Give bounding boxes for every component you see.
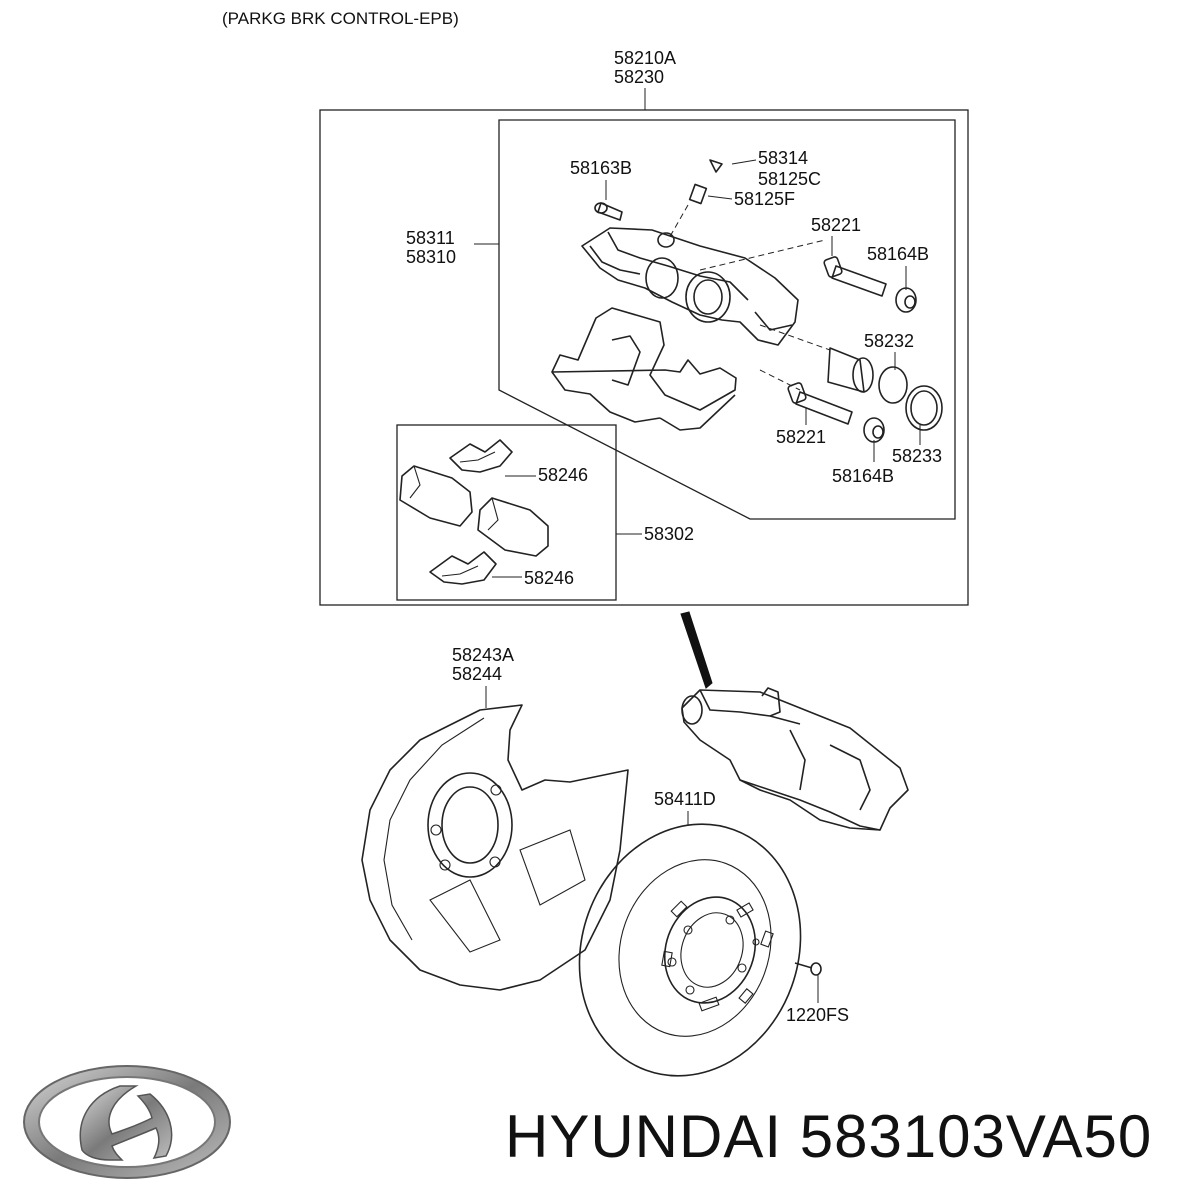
label-58243a: 58243A	[452, 645, 514, 665]
hyundai-logo-icon	[23, 1065, 231, 1179]
label-58310: 58310	[406, 247, 456, 267]
caliper-box	[498, 119, 956, 520]
caliper-assembled-drawing	[681, 687, 909, 831]
screw-1220fs-drawing	[794, 962, 822, 976]
label-58302: 58302	[644, 524, 694, 544]
label-58244: 58244	[452, 664, 502, 684]
bolt-58163b-drawing	[594, 202, 623, 221]
carrier-bracket-drawing	[551, 307, 737, 431]
group-title: (PARKG BRK CONTROL-EPB)	[222, 9, 459, 28]
brand-caption: HYUNDAI 583103VA50	[505, 1102, 1195, 1182]
label-58164b-upper: 58164B	[867, 244, 929, 264]
leader-bleeder	[707, 195, 733, 200]
piston-drawing	[759, 324, 943, 431]
label-1220fs: 1220FS	[786, 1005, 849, 1025]
label-58125f: 58125F	[734, 189, 795, 209]
label-58311: 58311	[406, 228, 455, 248]
bleeder-drawing	[667, 159, 723, 241]
label-58232: 58232	[864, 331, 914, 351]
label-58246-upper: 58246	[538, 465, 588, 485]
label-58314: 58314	[758, 148, 808, 168]
leader-cap	[731, 159, 757, 165]
label-58164b-lower: 58164B	[832, 466, 894, 486]
assembly-box	[319, 109, 969, 606]
guide-pin-lower-drawing	[787, 382, 885, 443]
guide-pin-upper-drawing	[699, 239, 917, 313]
pad-box	[396, 424, 617, 601]
label-58233: 58233	[892, 446, 942, 466]
brand-name: HYUNDAI	[505, 1103, 783, 1170]
label-58246-lower: 58246	[524, 568, 574, 588]
label-58210a: 58210A	[614, 48, 676, 68]
label-58230: 58230	[614, 67, 664, 87]
label-58125c: 58125C	[758, 169, 821, 189]
brake-pads-drawing	[399, 439, 549, 585]
brake-disc-drawing	[578, 823, 802, 1077]
label-58411d: 58411D	[654, 789, 716, 809]
label-58221-upper: 58221	[811, 215, 861, 235]
part-number: 583103VA50	[799, 1103, 1153, 1170]
label-58221-lower: 58221	[776, 427, 826, 447]
pointer-arrow	[680, 611, 713, 689]
caliper-body-drawing	[581, 227, 799, 346]
dust-cover-drawing	[361, 704, 629, 991]
label-58163b: 58163B	[570, 158, 632, 178]
